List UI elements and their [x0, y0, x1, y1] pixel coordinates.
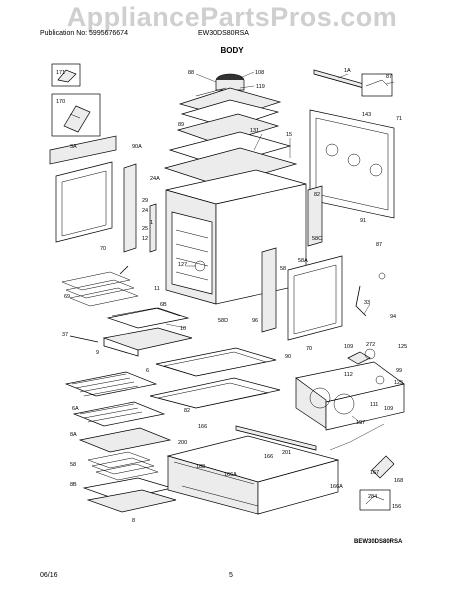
callout-171: 171: [56, 70, 65, 76]
callout-156: 156: [392, 504, 401, 510]
callout-8A: 8A: [70, 432, 77, 438]
callout-125b: 125: [394, 380, 403, 386]
callout-1: 1: [150, 220, 153, 226]
part-171-box: [51, 63, 81, 87]
callout-166: 166: [198, 424, 207, 430]
callout-8: 8: [132, 518, 135, 524]
callout-143: 143: [362, 112, 371, 118]
callout-167: 167: [370, 470, 379, 476]
callout-6B: 6B: [160, 302, 167, 308]
callout-166A-b: 166A: [330, 484, 343, 490]
convection-fan-detail: [295, 272, 405, 431]
callout-188: 188: [196, 464, 205, 470]
rear-panel: [309, 69, 395, 219]
callout-200: 200: [178, 440, 187, 446]
callout-108: 108: [255, 70, 264, 76]
callout-90A: 90A: [132, 144, 142, 150]
callout-11: 11: [154, 286, 160, 292]
top-ducts: [163, 113, 298, 187]
callout-24A: 24A: [150, 176, 160, 182]
callout-94: 94: [390, 314, 396, 320]
oven-cavity: [149, 169, 307, 305]
oven-racks: [64, 371, 172, 453]
callout-10: 10: [180, 326, 186, 332]
callout-8B: 8B: [70, 482, 77, 488]
part-170-box: [51, 93, 101, 137]
callout-99: 99: [396, 368, 402, 374]
drawer-frame: [149, 347, 281, 409]
callout-6A: 6A: [72, 406, 79, 412]
callout-109: 109: [344, 344, 353, 350]
callout-58: 58: [280, 266, 286, 272]
callout-24: 24: [142, 208, 148, 214]
footer-date: 06/16: [40, 572, 58, 579]
callout-15: 15: [286, 132, 292, 138]
callout-272: 272: [366, 342, 375, 348]
callout-70b: 70: [306, 346, 312, 352]
callout-127: 127: [178, 262, 187, 268]
callout-91: 91: [360, 218, 366, 224]
callout-70: 70: [100, 246, 106, 252]
leader-lines: [165, 71, 395, 425]
footer-page-number: 5: [229, 572, 233, 579]
callout-87: 87: [386, 74, 392, 80]
inset-detail: [329, 423, 395, 511]
callout-109b: 109: [384, 406, 393, 412]
callout-201: 201: [282, 450, 291, 456]
drawing-code: BEW30DS80RSA: [354, 539, 403, 545]
callout-112: 112: [344, 372, 353, 378]
callout-58b: 58: [70, 462, 76, 468]
wire-37: [69, 335, 99, 343]
callout-69: 69: [64, 294, 70, 300]
callout-96: 96: [252, 318, 258, 324]
callout-33: 33: [364, 300, 370, 306]
callout-89: 89: [178, 122, 184, 128]
callout-131: 131: [250, 128, 259, 134]
callout-12: 12: [142, 236, 148, 242]
callout-166A: 166A: [224, 472, 237, 478]
callout-82: 82: [184, 408, 190, 414]
callout-3A: 3A: [70, 144, 77, 150]
callout-29: 29: [142, 198, 148, 204]
callout-37: 37: [62, 332, 68, 338]
callout-284: 284: [368, 494, 377, 500]
left-side-panel: [49, 135, 137, 253]
bake-element: [82, 451, 177, 513]
callout-111: 111: [370, 402, 378, 408]
model-number: EW30DS80RSA: [198, 30, 249, 37]
callout-119: 119: [256, 84, 265, 90]
callout-82-top: 82: [314, 192, 320, 198]
callout-90: 90: [285, 354, 291, 360]
right-side-panels: [261, 185, 343, 341]
callout-1A: 1A: [344, 68, 351, 74]
callout-170: 170: [56, 99, 65, 105]
callout-58A: 58A: [298, 258, 308, 264]
callout-71: 71: [396, 116, 402, 122]
page-title: BODY: [220, 46, 244, 55]
callout-88: 88: [188, 70, 194, 76]
callout-125: 125: [398, 344, 407, 350]
callout-6: 6: [146, 368, 149, 374]
base-drawer: [166, 425, 340, 515]
callout-166b: 166: [264, 454, 273, 460]
callout-25: 25: [142, 226, 148, 232]
callout-87b: 87: [376, 242, 382, 248]
callout-labels: 171 170 88 108 119 89 1A 87 143 71 3A 90…: [56, 68, 407, 524]
publication-number: Publication No: 5995676674: [40, 30, 128, 37]
callout-58D: 58D: [218, 318, 228, 324]
callout-168: 168: [394, 478, 403, 484]
callout-9: 9: [96, 350, 99, 356]
callout-58C: 58C: [312, 236, 322, 242]
broiler-pan: [102, 307, 193, 357]
broil-element: [61, 265, 139, 307]
